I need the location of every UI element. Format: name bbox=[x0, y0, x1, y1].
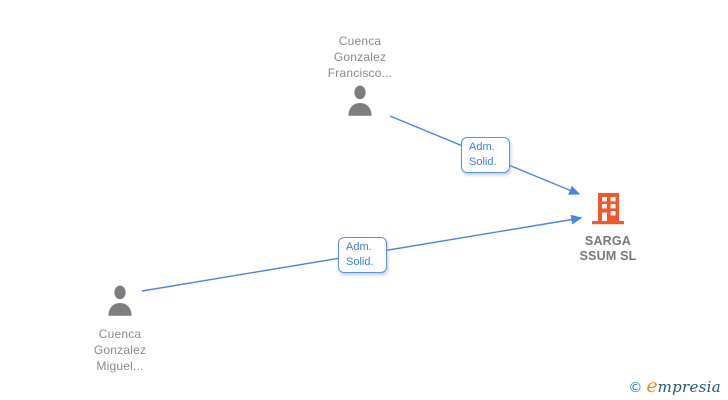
person-icon bbox=[104, 283, 136, 317]
node-person-top[interactable]: Cuenca Gonzalez Francisco... bbox=[295, 33, 425, 122]
copyright-icon: © bbox=[628, 380, 643, 396]
building-icon bbox=[591, 192, 625, 226]
brand-word: empresia bbox=[646, 375, 721, 397]
person-bottom-name: Cuenca Gonzalez Miguel... bbox=[93, 327, 147, 373]
edge-label-adm-solid-bottom: Adm. Solid. bbox=[338, 237, 387, 273]
empresia-logo: © empresia bbox=[628, 375, 721, 397]
person-top-name: Cuenca Gonzalez Francisco... bbox=[327, 34, 393, 80]
person-icon bbox=[344, 83, 376, 117]
node-company[interactable]: SARGA SSUM SL bbox=[558, 192, 658, 264]
company-name: SARGA SSUM SL bbox=[579, 234, 637, 263]
node-person-bottom[interactable]: Cuenca Gonzalez Miguel... bbox=[55, 283, 185, 374]
edge-label-adm-solid-top: Adm. Solid. bbox=[461, 137, 510, 173]
